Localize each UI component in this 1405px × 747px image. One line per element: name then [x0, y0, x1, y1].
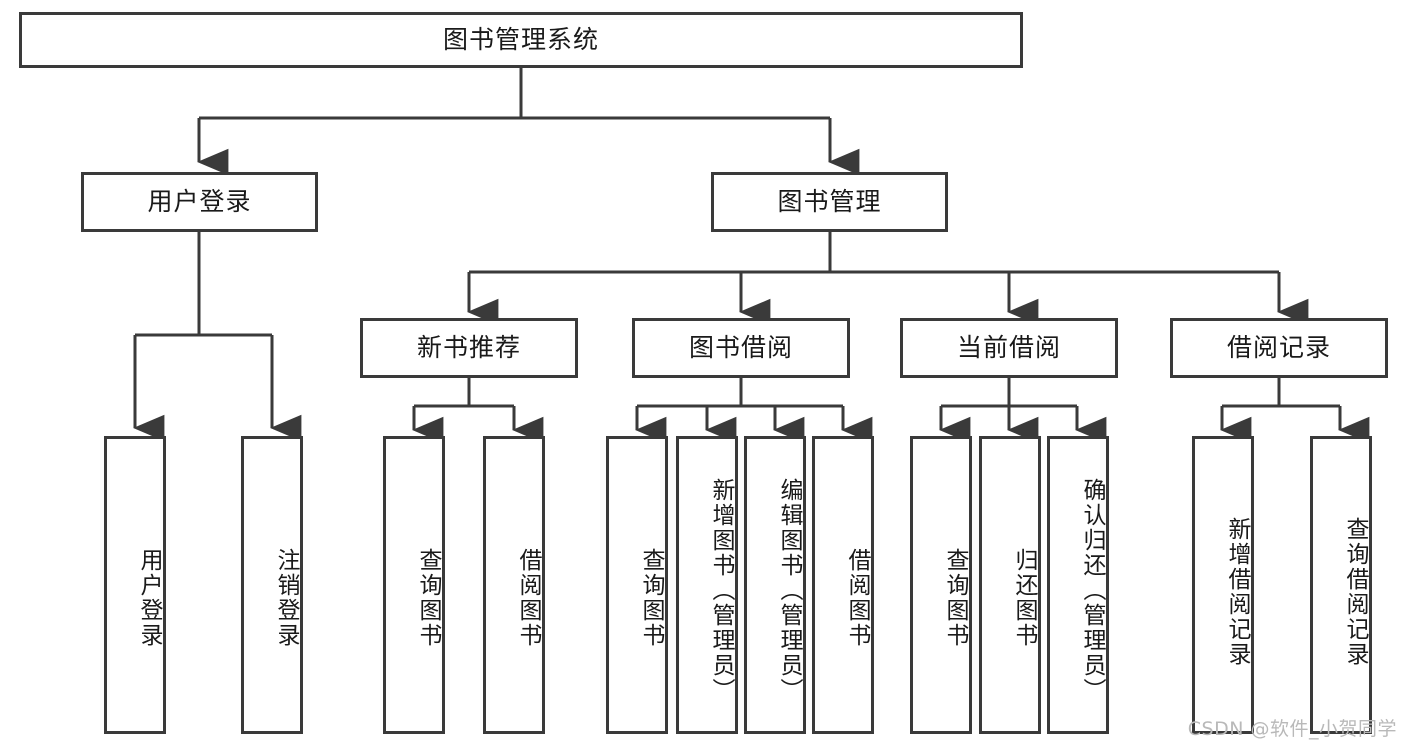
leaf-user-login-label: 用户登录: [136, 548, 162, 648]
leaf-query-book-1-label: 查询图书: [415, 548, 441, 648]
leaf-logout-login[interactable]: 注销登录: [241, 436, 303, 734]
leaf-confirm-return-label: 确认归还（管理员）: [1079, 477, 1105, 703]
node-root[interactable]: 图书管理系统: [19, 12, 1023, 68]
leaf-return-book-label: 归还图书: [1011, 548, 1037, 648]
leaf-add-book[interactable]: 新增图书（管理员）: [676, 436, 738, 734]
node-borrow-record[interactable]: 借阅记录: [1170, 318, 1388, 378]
leaf-query-book-2-label: 查询图书: [638, 548, 664, 648]
leaf-confirm-return[interactable]: 确认归还（管理员）: [1047, 436, 1109, 734]
node-book-borrow[interactable]: 图书借阅: [632, 318, 850, 378]
watermark: CSDN @软件_小贺同学: [1187, 718, 1397, 740]
node-current-borrow-label: 当前借阅: [956, 332, 1061, 362]
leaf-logout-login-label: 注销登录: [273, 548, 299, 648]
node-book-manage[interactable]: 图书管理: [711, 172, 948, 232]
leaf-add-record[interactable]: 新增借阅记录: [1192, 436, 1254, 734]
node-user-login[interactable]: 用户登录: [81, 172, 318, 232]
node-user-login-label: 用户登录: [147, 186, 252, 216]
leaf-query-book-3-label: 查询图书: [942, 548, 968, 648]
leaf-borrow-book-2-label: 借阅图书: [844, 548, 870, 648]
leaf-return-book[interactable]: 归还图书: [979, 436, 1041, 734]
leaf-add-book-label: 新增图书（管理员）: [708, 477, 734, 703]
leaf-query-record-label: 查询借阅记录: [1342, 517, 1368, 667]
node-borrow-record-label: 借阅记录: [1226, 332, 1331, 362]
node-new-book-recommend[interactable]: 新书推荐: [360, 318, 578, 378]
leaf-borrow-book-1-label: 借阅图书: [515, 548, 541, 648]
node-root-label: 图书管理系统: [442, 24, 599, 54]
node-book-borrow-label: 图书借阅: [688, 332, 793, 362]
leaf-edit-book[interactable]: 编辑图书（管理员）: [744, 436, 806, 734]
leaf-query-book-2[interactable]: 查询图书: [606, 436, 668, 734]
leaf-query-book-3[interactable]: 查询图书: [910, 436, 972, 734]
node-book-manage-label: 图书管理: [777, 186, 882, 216]
leaf-query-record[interactable]: 查询借阅记录: [1310, 436, 1372, 734]
leaf-borrow-book-1[interactable]: 借阅图书: [483, 436, 545, 734]
node-new-book-recommend-label: 新书推荐: [416, 332, 521, 362]
leaf-add-record-label: 新增借阅记录: [1224, 517, 1250, 667]
leaf-query-book-1[interactable]: 查询图书: [383, 436, 445, 734]
leaf-borrow-book-2[interactable]: 借阅图书: [812, 436, 874, 734]
leaf-edit-book-label: 编辑图书（管理员）: [776, 477, 802, 703]
node-current-borrow[interactable]: 当前借阅: [900, 318, 1118, 378]
leaf-user-login[interactable]: 用户登录: [104, 436, 166, 734]
